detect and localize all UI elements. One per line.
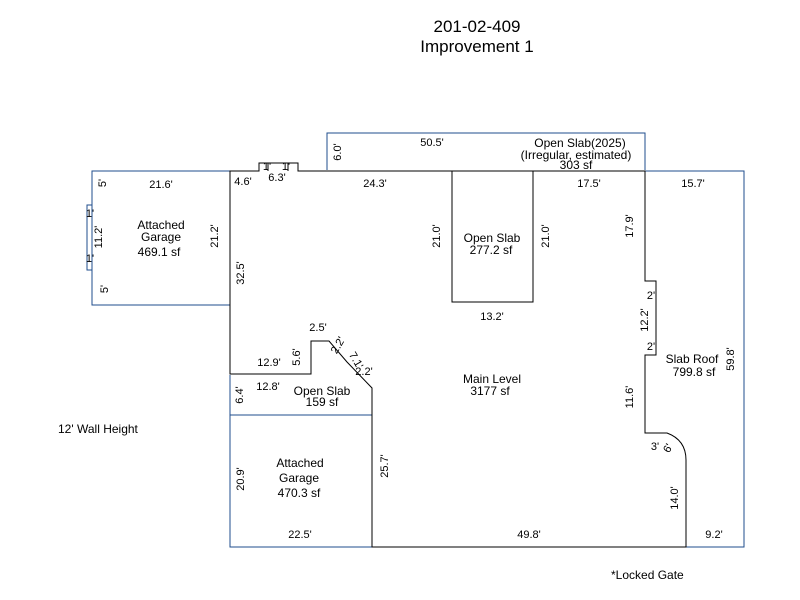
dim-12-2: 12.2' [639,308,651,332]
black-outlines [229,162,687,548]
dim-1-b: 1' [86,253,94,265]
dim-2-b: 2' [647,341,655,353]
dim-12-9: 12.9' [257,357,281,369]
dim-50-5: 50.5' [420,137,444,149]
garage-top-area: 469.1 sf [138,245,181,259]
slab-roof-label: Slab Roof [666,352,719,366]
dim-12-8: 12.8' [256,381,280,393]
dim-1-d: 1' [282,161,290,173]
dim-2-2-b: 2.2' [355,366,372,378]
area-labels: Attached Garage 469.1 sf Open Slab(2025)… [137,136,719,500]
garage-bottom-outline [229,415,372,548]
dim-1-c: 1' [263,161,271,173]
garage-bottom-label2: Garage [279,471,319,485]
slab-roof-area: 799.8 sf [673,365,716,379]
open-slab-inner-outline [451,171,534,303]
dim-5-top: 5' [97,179,109,187]
open-slab-small-outline [229,375,372,416]
dim-49-8: 49.8' [517,529,541,541]
slab-inner-label: Open Slab [464,231,521,245]
slab-2025-label2: (Irregular, estimated) [521,148,632,162]
wall-height-note: 12' Wall Height [58,422,138,436]
dim-24-3: 24.3' [363,178,387,190]
main-level-label: Main Level [463,372,521,386]
dimension-labels-vertical: 6.0' 5' 1' 11.2' 1' 5' 21.2' 32.5' 21.0'… [86,143,737,509]
dim-17-5: 17.5' [577,178,601,190]
dim-59-8: 59.8' [725,347,737,371]
top-step-lines [267,163,289,171]
slab-2025-label1: Open Slab(2025) [534,136,625,150]
dim-13-2: 13.2' [480,311,504,323]
slab-small-area: 159 sf [306,395,339,409]
blue-outlines [86,132,745,548]
dim-2-a: 2' [647,290,655,302]
dim-4-6: 4.6' [234,176,251,188]
dim-1-a: 1' [86,208,94,220]
main-level-outline [229,162,687,548]
slab-roof-outline [645,170,745,548]
dim-20-9: 20.9' [235,467,247,491]
garage-top-label2: Garage [141,230,181,244]
dim-32-5: 32.5' [235,261,247,285]
garage-bottom-label1: Attached [276,456,323,470]
main-level-area: 3177 sf [470,384,510,398]
dimension-labels-horizontal: 50.5' 21.6' 4.6' 6.3' 1' 1' 24.3' 17.5' … [149,137,722,541]
dim-6-0: 6.0' [332,143,344,160]
dim-5-6: 5.6' [291,348,303,365]
slab-small-label: Open Slab [294,384,351,398]
dim-14-0: 14.0' [669,486,681,510]
locked-gate-note: *Locked Gate [611,568,684,582]
parcel-id-title: 201-02-409 [433,17,521,36]
dim-2-2-a: 2.2' [329,335,348,356]
dim-11-2: 11.2' [93,226,105,249]
dim-2-5: 2.5' [309,322,326,334]
dim-21-6: 21.6' [149,179,173,191]
garage-top-label1: Attached [137,218,184,232]
dim-21-0-r: 21.0' [540,224,552,248]
dim-6-3: 6.3' [268,172,285,184]
dim-11-6: 11.6' [624,386,636,409]
dim-21-2: 21.2' [209,224,221,248]
garage-notch [86,204,92,271]
dim-6: 6' [661,442,676,455]
slab-inner-area: 277.2 sf [470,243,513,257]
dim-22-5: 22.5' [288,529,312,541]
garage-top-outline [91,170,230,306]
dim-25-7: 25.7' [379,454,391,478]
improvement-title: Improvement 1 [420,37,534,56]
dim-15-7: 15.7' [681,178,705,190]
dim-3: 3' [651,441,659,453]
open-slab-2025-outline [326,132,646,170]
dim-21-0-l: 21.0' [431,224,443,248]
dim-6-4: 6.4' [234,386,246,403]
dim-9-2: 9.2' [705,529,722,541]
slab-2025-area: 303 sf [560,158,593,172]
dim-5-bot: 5' [99,285,111,293]
garage-bottom-area: 470.3 sf [278,486,321,500]
dim-17-9: 17.9' [624,214,636,238]
